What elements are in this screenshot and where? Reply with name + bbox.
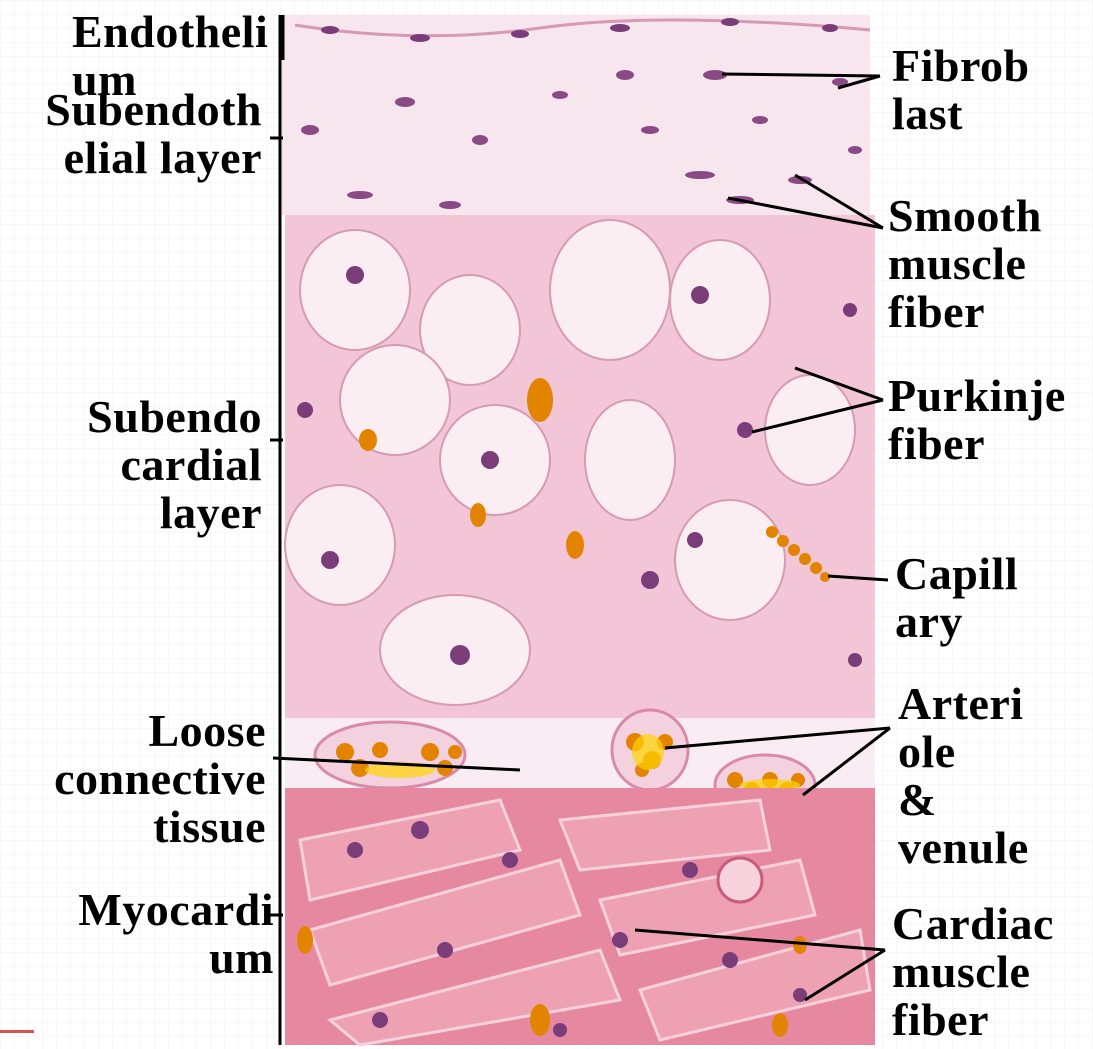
label-purkinje-fiber: Purkinje fiber	[888, 372, 1093, 468]
label-subendocardial-layer: Subendo cardial layer	[40, 393, 262, 537]
myocardium-vessels	[718, 858, 762, 902]
label-myocardium: Myocardi um	[30, 886, 274, 982]
leader-fibroblast-a	[722, 74, 880, 76]
slide-corner-accent	[0, 1030, 34, 1033]
label-cardiac-muscle-fiber: Cardiac muscle fiber	[892, 900, 1093, 1044]
label-loose-connective-tissue: Loose connective tissue	[10, 707, 266, 851]
label-capillary: Capill ary	[895, 550, 1093, 646]
subendothelial-band	[280, 15, 870, 215]
label-fibroblast: Fibrob last	[892, 42, 1092, 138]
label-arteriole-venule: Arteri ole & venule	[898, 680, 1093, 872]
label-smooth-muscle-fiber: Smooth muscle fiber	[888, 192, 1093, 336]
label-subendothelial-layer: Subendoth elial layer	[0, 86, 262, 182]
